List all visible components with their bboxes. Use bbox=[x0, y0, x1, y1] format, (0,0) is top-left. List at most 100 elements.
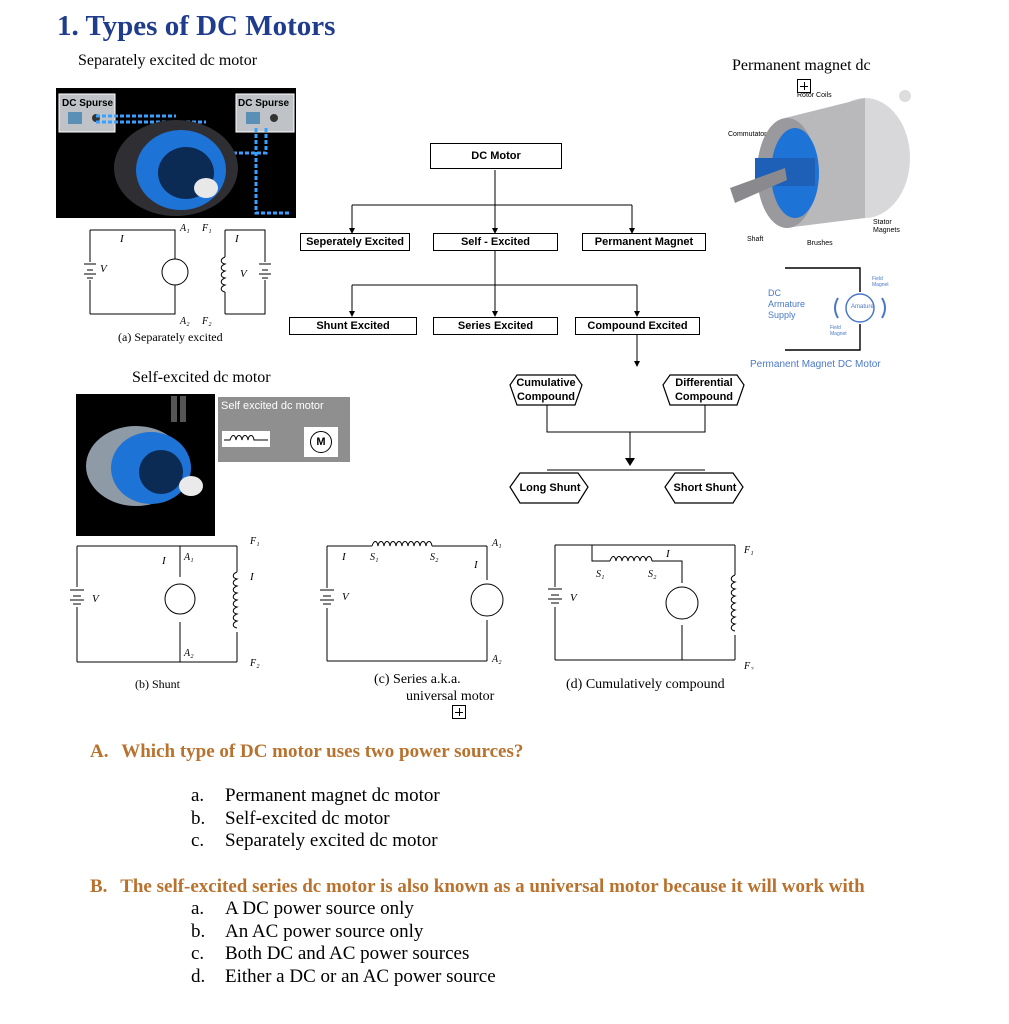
option-letter: a. bbox=[191, 785, 205, 806]
question-b-text: The self-excited series dc motor is also… bbox=[120, 876, 865, 897]
page-title: 1. Types of DC Motors bbox=[57, 10, 336, 42]
tree-long-shunt: Long Shunt bbox=[519, 482, 581, 494]
svg-text:F₂: F₂ bbox=[201, 316, 212, 327]
series-circuit: V I S₁ S₂ I A₁ A₂ bbox=[312, 528, 522, 673]
svg-text:I: I bbox=[249, 571, 255, 583]
question-a-label: A. bbox=[90, 741, 109, 762]
svg-text:I: I bbox=[119, 233, 125, 245]
question-a-options: a. Permanent magnet dc motor b. Self-excit… bbox=[191, 785, 440, 853]
svg-text:A₁: A₁ bbox=[491, 538, 502, 549]
svg-text:I: I bbox=[341, 551, 347, 563]
tree-self-excited: Self - Excited bbox=[433, 233, 558, 251]
expand-icon[interactable] bbox=[452, 705, 466, 719]
cumulative-compound-caption: (d) Cumulatively compound bbox=[566, 677, 725, 692]
question-b-label: B. bbox=[90, 876, 108, 897]
option-letter: c. bbox=[191, 943, 205, 964]
option-text: Self-excited dc motor bbox=[225, 807, 390, 829]
separately-excited-circuit-caption: (a) Separately excited bbox=[118, 330, 223, 344]
svg-text:S₁: S₁ bbox=[370, 552, 378, 563]
option-text: A DC power source only bbox=[225, 898, 414, 919]
option-letter: c. bbox=[191, 830, 205, 851]
tree-compound-excited: Compound Excited bbox=[575, 317, 700, 335]
question-a: A. Which type of DC motor uses two power… bbox=[90, 741, 523, 763]
option-letter: b. bbox=[191, 920, 206, 942]
svg-text:V: V bbox=[100, 263, 108, 275]
option-letter: d. bbox=[191, 965, 206, 987]
svg-text:I: I bbox=[161, 555, 167, 567]
option-text: Either a DC or an AC power source bbox=[225, 965, 496, 987]
field-magnet-top-label: Field Magnet bbox=[872, 276, 889, 288]
svg-text:S₁: S₁ bbox=[596, 569, 604, 580]
svg-text:S₂: S₂ bbox=[648, 569, 657, 580]
svg-text:A₂: A₂ bbox=[183, 648, 194, 659]
commutator-label: Commutator bbox=[728, 131, 767, 138]
svg-text:F₁: F₁ bbox=[201, 223, 212, 234]
svg-text:V: V bbox=[240, 268, 248, 280]
self-excited-image bbox=[76, 394, 215, 536]
question-a-text: Which type of DC motor uses two power so… bbox=[121, 741, 524, 762]
series-circuit-caption-2: universal motor bbox=[406, 689, 495, 704]
tree-permanent-magnet: Permanent Magnet bbox=[582, 233, 706, 251]
tree-short-shunt: Short Shunt bbox=[673, 482, 737, 494]
tree-cumulative-compound: Cumulative Compound bbox=[516, 377, 576, 403]
dc-armature-supply-label: DC Armature Supply bbox=[768, 288, 806, 320]
svg-text:F₂: F₂ bbox=[743, 661, 754, 670]
option-b-a[interactable]: a. A DC power source only bbox=[191, 898, 496, 921]
svg-text:A₁: A₁ bbox=[183, 552, 194, 563]
tree-series-excited: Series Excited bbox=[433, 317, 558, 335]
option-text: Permanent magnet dc motor bbox=[225, 785, 440, 806]
svg-text:A₁: A₁ bbox=[179, 223, 190, 234]
separately-excited-image: DC Spurse DC Spurse bbox=[56, 88, 296, 218]
tree-root-dc-motor: DC Motor bbox=[430, 143, 562, 169]
option-b-c[interactable]: c. Both DC and AC power sources bbox=[191, 943, 496, 966]
svg-text:F₁: F₁ bbox=[743, 545, 754, 556]
svg-text:A₂: A₂ bbox=[491, 654, 502, 665]
tree-separately-excited: Seperately Excited bbox=[300, 233, 410, 251]
option-text: Both DC and AC power sources bbox=[225, 943, 470, 964]
permanent-magnet-motor-caption: Permanent Magnet DC Motor bbox=[750, 359, 881, 370]
self-excited-panel: Self excited dc motor M bbox=[218, 397, 350, 462]
self-excited-caption: Self-excited dc motor bbox=[132, 369, 271, 386]
tree-differential-compound: Differential Compound bbox=[674, 377, 734, 403]
coil-symbol bbox=[222, 431, 270, 447]
rotor-coils-label: Rotor Coils bbox=[797, 92, 832, 99]
option-b-d[interactable]: d. Either a DC or an AC power source bbox=[191, 966, 496, 989]
dc-source-label-2: DC Spurse bbox=[238, 98, 290, 109]
dc-source-label-1: DC Spurse bbox=[62, 98, 114, 109]
expand-icon[interactable] bbox=[797, 79, 811, 93]
permanent-magnet-image: Rotor Coils Commutator Shaft Brushes Sta… bbox=[725, 88, 915, 253]
motor-symbol-label: M bbox=[310, 431, 332, 453]
svg-text:F₁: F₁ bbox=[249, 536, 260, 547]
svg-text:I: I bbox=[665, 548, 671, 560]
brushes-label: Brushes bbox=[807, 240, 833, 247]
option-b-b[interactable]: b. An AC power source only bbox=[191, 921, 496, 944]
option-text: Separately excited dc motor bbox=[225, 830, 438, 851]
tree-shunt-excited: Shunt Excited bbox=[289, 317, 417, 335]
field-magnet-bottom-label: Field Magnet bbox=[830, 325, 847, 337]
cumulative-compound-circuit: V S₁ S₂ I F₁ F₂ bbox=[540, 535, 765, 675]
svg-text:A₂: A₂ bbox=[179, 316, 190, 327]
separately-excited-circuit: V I A₁ A₂ F₁ F₂ I V bbox=[80, 222, 280, 337]
svg-text:I: I bbox=[234, 233, 240, 245]
shunt-circuit-caption: (b) Shunt bbox=[135, 677, 180, 691]
option-a-b[interactable]: b. Self-excited dc motor bbox=[191, 808, 440, 831]
option-a-a[interactable]: a. Permanent magnet dc motor bbox=[191, 785, 440, 808]
svg-text:V: V bbox=[570, 592, 578, 604]
option-letter: b. bbox=[191, 807, 206, 829]
separately-excited-caption: Separately excited dc motor bbox=[78, 52, 258, 69]
svg-text:V: V bbox=[92, 593, 100, 605]
question-b-options: a. A DC power source only b. An AC power s… bbox=[191, 898, 496, 988]
question-b: B. The self-excited series dc motor is a… bbox=[90, 876, 865, 898]
motor-symbol: M bbox=[304, 427, 338, 457]
self-excited-panel-label: Self excited dc motor bbox=[221, 400, 324, 412]
svg-text:I: I bbox=[473, 559, 479, 571]
shunt-circuit: V I A₁ A₂ F₁ F₂ I bbox=[62, 532, 272, 677]
permanent-magnet-schematic: DC Armature Supply Amature Field Magnet … bbox=[760, 262, 910, 357]
option-text: An AC power source only bbox=[225, 920, 424, 942]
svg-text:F₂: F₂ bbox=[249, 658, 260, 669]
shaft-label: Shaft bbox=[747, 236, 764, 243]
permanent-magnet-caption: Permanent magnet dc bbox=[732, 57, 871, 74]
option-letter: a. bbox=[191, 898, 205, 919]
option-a-c[interactable]: c. Separately excited dc motor bbox=[191, 830, 440, 853]
svg-text:S₂: S₂ bbox=[430, 552, 439, 563]
